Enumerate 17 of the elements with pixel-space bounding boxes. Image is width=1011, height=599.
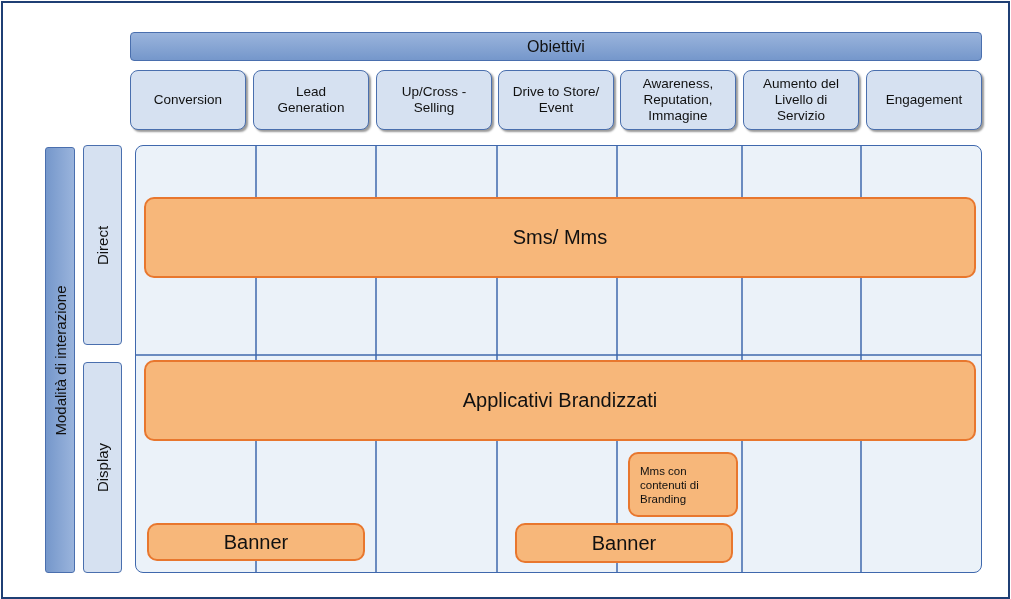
matrix-panel bbox=[135, 145, 982, 573]
category-box: Lead Generation bbox=[253, 70, 369, 130]
channel-bar: Banner bbox=[147, 523, 365, 561]
row-header-box: Direct bbox=[83, 145, 122, 345]
category-box: Up/Cross - Selling bbox=[376, 70, 492, 130]
channel-box: Mms con contenuti di Branding bbox=[628, 452, 738, 517]
category-box: Aumento del Livello di Servizio bbox=[743, 70, 859, 130]
header-bar: Modalità di interazione bbox=[45, 147, 75, 573]
category-box: Engagement bbox=[866, 70, 982, 130]
header-bar: Obiettivi bbox=[130, 32, 982, 61]
channel-bar: Banner bbox=[515, 523, 733, 563]
category-box: Conversion bbox=[130, 70, 246, 130]
category-box: Drive to Store/ Event bbox=[498, 70, 614, 130]
row-header-box: Display bbox=[83, 362, 122, 573]
channel-bar: Applicativi Brandizzati bbox=[144, 360, 976, 441]
category-box: Awareness, Reputation, Immagine bbox=[620, 70, 736, 130]
channel-bar: Sms/ Mms bbox=[144, 197, 976, 278]
